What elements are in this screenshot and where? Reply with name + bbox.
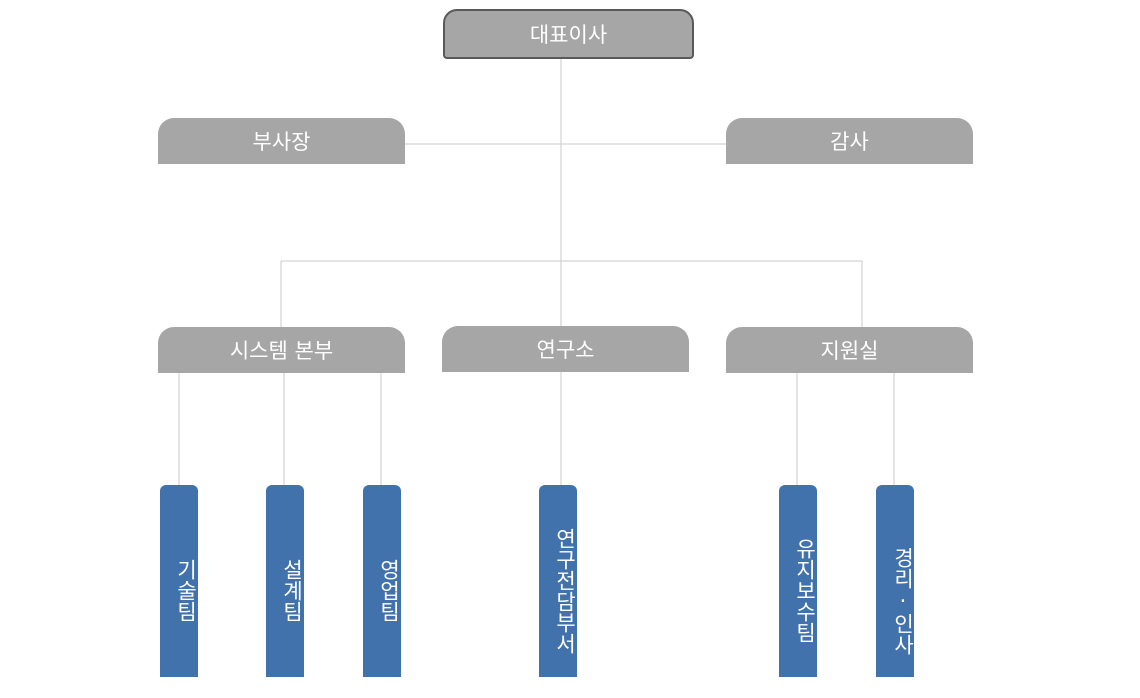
support-division-label: 지원실 (820, 339, 879, 363)
research-dept-box: 연구전담부서 (539, 485, 577, 677)
maintenance-team-label: 유지보수팀 (793, 537, 817, 643)
research-division-label: 연구소 (536, 338, 595, 362)
vice-president-box: 부사장 (158, 118, 405, 164)
support-division-box: 지원실 (726, 327, 973, 373)
auditor-box: 감사 (726, 118, 973, 164)
tech-team-label: 기술팀 (174, 558, 198, 622)
auditor-label: 감사 (830, 130, 869, 154)
ceo-box: 대표이사 (443, 9, 694, 59)
sales-team-label: 영업팀 (377, 558, 401, 622)
system-division-label: 시스템 본부 (229, 339, 334, 363)
accounting-hr-box: 경리·인사 (876, 485, 915, 677)
research-dept-label: 연구전담부서 (553, 528, 577, 654)
sales-team-box: 영업팀 (363, 485, 401, 677)
maintenance-team-box: 유지보수팀 (779, 485, 817, 677)
system-division-box: 시스템 본부 (158, 327, 405, 373)
accounting-hr-label: 경리·인사 (891, 547, 915, 655)
design-team-box: 설계팀 (266, 485, 304, 677)
design-team-label: 설계팀 (280, 558, 304, 622)
ceo-label: 대표이사 (529, 23, 608, 47)
tech-team-box: 기술팀 (160, 485, 198, 677)
research-division-box: 연구소 (442, 326, 689, 372)
vice-president-label: 부사장 (252, 130, 311, 154)
